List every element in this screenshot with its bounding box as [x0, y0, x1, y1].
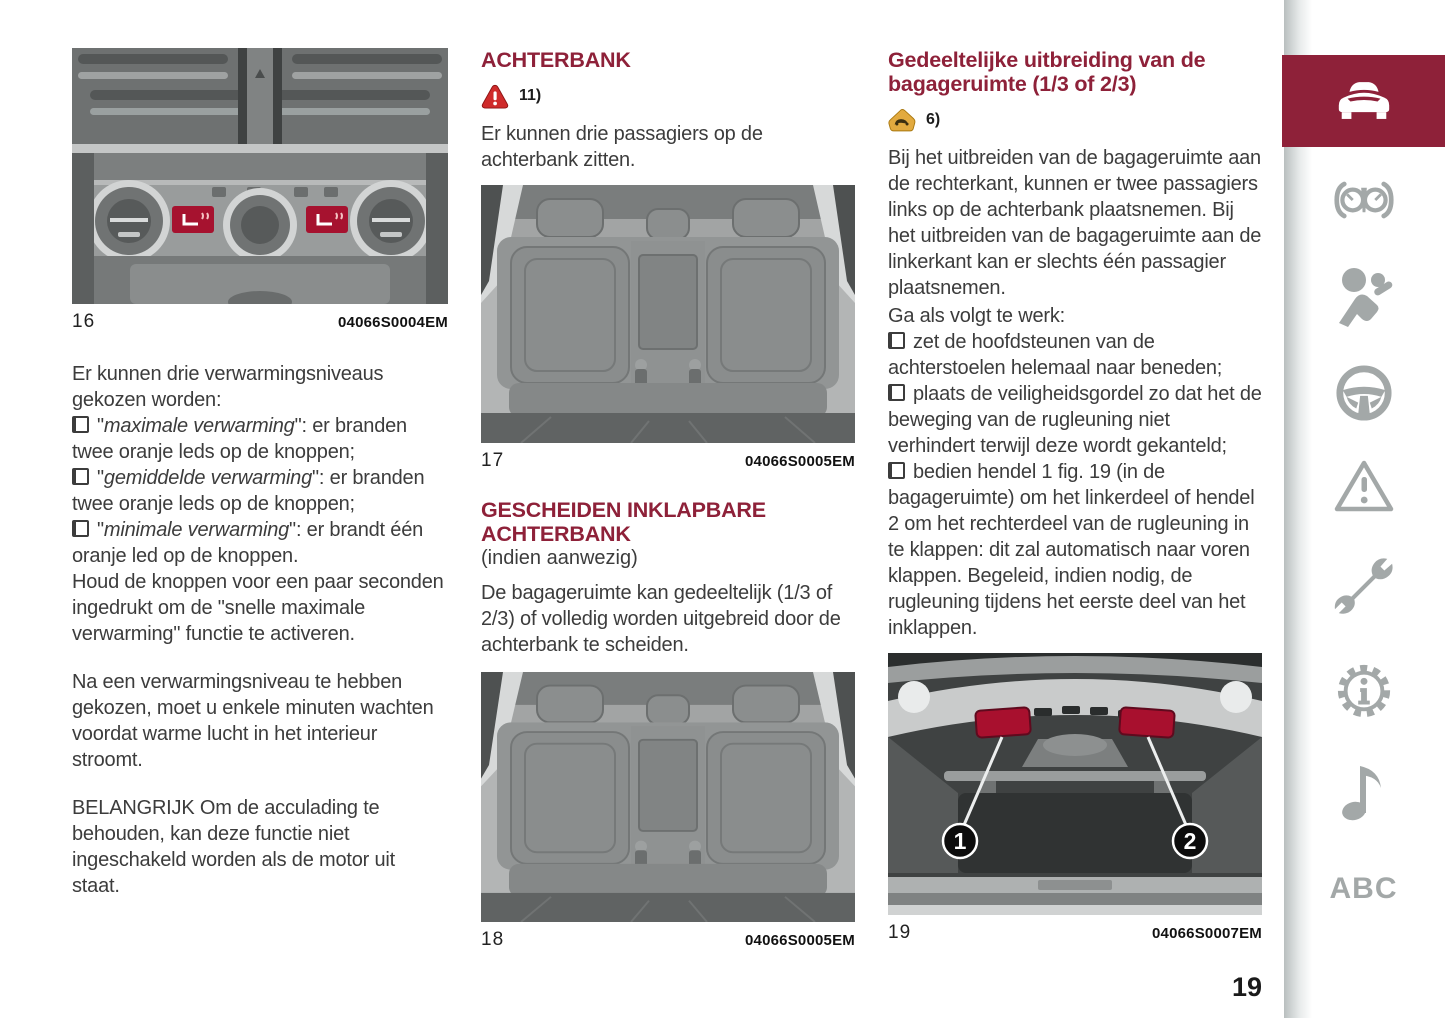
warning-triangle-outline-icon	[1334, 460, 1393, 512]
page-number: 19	[1232, 972, 1263, 1002]
important-paragraph: BELANGRIJK Om de acculading te behouden,…	[72, 797, 395, 897]
sidebar-tab-starting-driving[interactable]	[1291, 364, 1436, 422]
heating-bullet-max: "maximale verwarming": er branden twee o…	[72, 415, 407, 463]
seat-heat-button-left	[172, 206, 214, 233]
square-bullet-icon	[888, 462, 905, 479]
figure-number: 19	[888, 922, 912, 943]
figure-16-caption: 16 04066S0004EM	[72, 311, 448, 333]
step-levers: bedien hendel 1 fig. 19 (in de bagagerui…	[888, 461, 1255, 639]
heating-bullet-min: "minimale verwarming": er brandt één ora…	[72, 519, 424, 567]
split-seat-paragraph: De bagageruimte kan gedeeltelijk (1/3 of…	[481, 582, 841, 656]
sidebar-tab-maintenance[interactable]	[1291, 554, 1436, 616]
step-headrests: zet de hoofdsteunen van de achterstoelen…	[888, 331, 1223, 379]
split-seat-heading: GESCHEIDEN INKLAPBARE ACHTERBANK	[481, 498, 766, 546]
figure-number: 16	[72, 311, 96, 332]
sidebar-tab-safety[interactable]	[1291, 265, 1436, 327]
steering-wheel-icon	[1335, 365, 1392, 421]
music-note-icon	[1341, 766, 1381, 821]
figure-number: 18	[481, 929, 505, 950]
figure-19-caption: 19 04066S0007EM	[888, 922, 1262, 944]
left-column: 16 04066S0004EM Er kunnen drie verwarmin…	[72, 48, 448, 899]
callout-1: 1	[941, 822, 979, 860]
index-label: ABC	[1329, 872, 1398, 905]
release-lever-left	[974, 706, 1032, 739]
figure-18-rear-seat: 18 04066S0005EM	[481, 672, 855, 951]
callout-2: 2	[1171, 822, 1209, 860]
caution-ref-number: 6)	[926, 111, 941, 128]
square-bullet-icon	[72, 468, 89, 485]
figure-code: 04066S0005EM	[745, 453, 855, 470]
passengers-paragraph: Er kunnen drie passagiers op de achterba…	[481, 123, 763, 171]
sidebar-tab-car-active[interactable]	[1282, 55, 1445, 147]
warning-triangle-icon	[481, 84, 509, 109]
page-spine-shadow	[1284, 0, 1312, 1018]
expansion-intro-paragraph: Bij het uitbreiden van de bagageruimte a…	[888, 147, 1262, 299]
heating-levels-intro: Er kunnen drie verwarmingsniveaus gekoze…	[72, 363, 384, 411]
sidebar-tab-warning-lights[interactable]	[1291, 458, 1436, 514]
figure-code: 04066S0007EM	[1152, 925, 1262, 942]
rear-seat-illustration	[481, 185, 855, 443]
square-bullet-icon	[888, 332, 905, 349]
step-seatbelt: plaats de veiligheidsgordel zo dat het d…	[888, 383, 1262, 457]
release-lever-right	[1118, 706, 1176, 739]
figure-code: 04066S0004EM	[338, 314, 448, 331]
figure-19-trunk-levers: 1 2 19 04066S0007EM	[888, 653, 1262, 944]
warning-reference: 11)	[481, 81, 855, 111]
sidebar-tab-index[interactable]: ABC	[1291, 872, 1436, 906]
airbag-person-icon	[1338, 268, 1392, 327]
rear-seat-illustration	[481, 672, 855, 922]
sidebar-tab-technical-data[interactable]	[1291, 662, 1436, 720]
square-bullet-icon	[72, 520, 89, 537]
instrument-cluster-icon	[1333, 181, 1394, 219]
sidebar-tab-multimedia[interactable]	[1291, 760, 1436, 822]
car-icon	[1338, 81, 1389, 119]
figure-number: 17	[481, 450, 505, 471]
sidebar-tab-instrument-panel[interactable]	[1291, 180, 1436, 220]
figure-16-climate-controls: 16 04066S0004EM	[72, 48, 448, 333]
seat-heat-button-right	[306, 206, 348, 233]
middle-column: ACHTERBANK 11) Er kunnen drie passagiers…	[481, 48, 855, 951]
svg-text:2: 2	[1184, 828, 1197, 854]
trunk-illustration: 1 2	[888, 653, 1262, 915]
wait-paragraph: Na een verwarmingsniveau te hebben gekoz…	[72, 671, 434, 771]
partial-expansion-heading: Gedeeltelijke uitbreiding van de bagager…	[888, 48, 1206, 96]
caution-reference: 6)	[888, 105, 1262, 135]
heating-bullet-mid: "gemiddelde verwarming": er branden twee…	[72, 467, 425, 515]
figure-17-rear-seat: 17 04066S0005EM	[481, 185, 855, 472]
proceed-paragraph: Ga als volgt te werk:	[888, 305, 1065, 327]
square-bullet-icon	[72, 416, 89, 433]
climate-control-illustration	[72, 48, 448, 304]
figure-17-caption: 17 04066S0005EM	[481, 450, 855, 472]
hold-buttons-paragraph: Houd de knoppen voor een paar seconden i…	[72, 571, 444, 645]
wrench-icon	[1334, 558, 1393, 614]
figure-18-caption: 18 04066S0005EM	[481, 929, 855, 951]
if-present-subheading: (indien aanwezig)	[481, 547, 638, 569]
svg-text:1: 1	[954, 828, 967, 854]
info-gear-icon	[1337, 664, 1390, 718]
damage-caution-icon	[888, 109, 916, 132]
figure-code: 04066S0005EM	[745, 932, 855, 949]
rear-seat-heading: ACHTERBANK	[481, 48, 631, 72]
right-column: Gedeeltelijke uitbreiding van de bagager…	[888, 48, 1262, 944]
warning-ref-number: 11)	[519, 87, 542, 104]
square-bullet-icon	[888, 384, 905, 401]
